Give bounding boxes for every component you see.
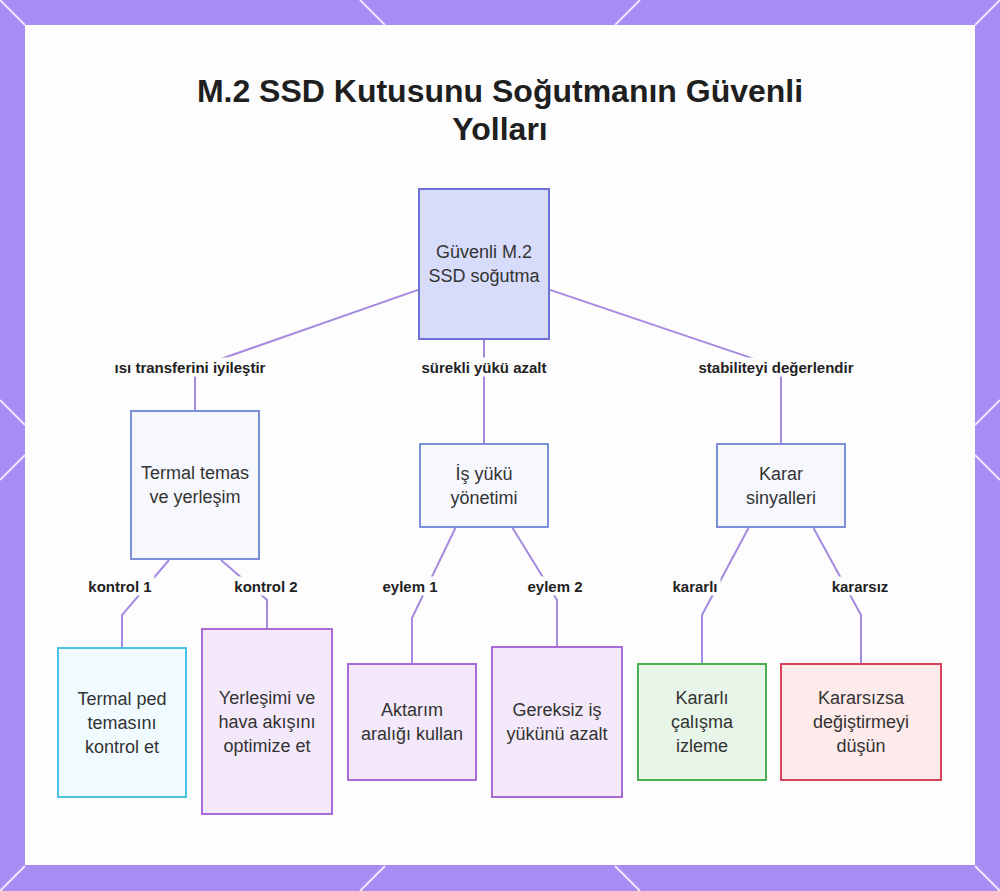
- edge-label: kararlı: [669, 577, 720, 596]
- process-box: Termal temas ve yerleşim: [130, 410, 260, 560]
- connector: [122, 560, 169, 647]
- node-text: Karar sinyalleri: [718, 462, 844, 510]
- node-text: Termal temas ve yerleşim: [132, 461, 258, 509]
- edge-label: sürekli yükü azalt: [418, 358, 549, 377]
- connector: [483, 340, 485, 443]
- process-box: Aktarım aralığı kullan: [347, 663, 477, 781]
- node-text: Kararsızsa değiştirmeyi düşün: [782, 686, 940, 758]
- connector: [412, 528, 455, 663]
- process-box: Kararlı çalışma izleme: [637, 663, 767, 781]
- edge-label: eylem 1: [379, 577, 440, 596]
- node-text: Aktarım aralığı kullan: [349, 698, 475, 746]
- connector: [195, 290, 418, 410]
- process-box: İş yükü yönetimi: [419, 443, 549, 528]
- node-text: İş yükü yönetimi: [421, 462, 547, 510]
- edge-label: kontrol 1: [85, 577, 154, 596]
- edge-label: ısı transferini iyileştir: [112, 358, 269, 377]
- node-text: Gereksiz iş yükünü azalt: [493, 698, 621, 746]
- edge-label: stabiliteyi değerlendir: [695, 358, 856, 377]
- process-box: Gereksiz iş yükünü azalt: [491, 646, 623, 798]
- connector: [814, 528, 862, 663]
- process-box: Yerleşimi ve hava akışını optimize et: [201, 628, 333, 815]
- node-text: Yerleşimi ve hava akışını optimize et: [203, 686, 331, 758]
- node-text: Termal ped temasını kontrol et: [59, 687, 185, 759]
- edge-label: kararsız: [829, 577, 892, 596]
- connector: [702, 528, 749, 663]
- edge-label: kontrol 2: [231, 577, 300, 596]
- node-text: Kararlı çalışma izleme: [639, 686, 765, 758]
- node-text: Güvenli M.2 SSD soğutma: [420, 240, 548, 288]
- diagram-title: M.2 SSD Kutusunu Soğutmanın Güvenli Yoll…: [150, 72, 850, 148]
- process-box: Termal ped temasını kontrol et: [57, 647, 187, 798]
- process-box: Kararsızsa değiştirmeyi düşün: [780, 663, 942, 781]
- edge-label: eylem 2: [524, 577, 585, 596]
- process-box: Karar sinyalleri: [716, 443, 846, 528]
- process-box: Güvenli M.2 SSD soğutma: [418, 188, 550, 340]
